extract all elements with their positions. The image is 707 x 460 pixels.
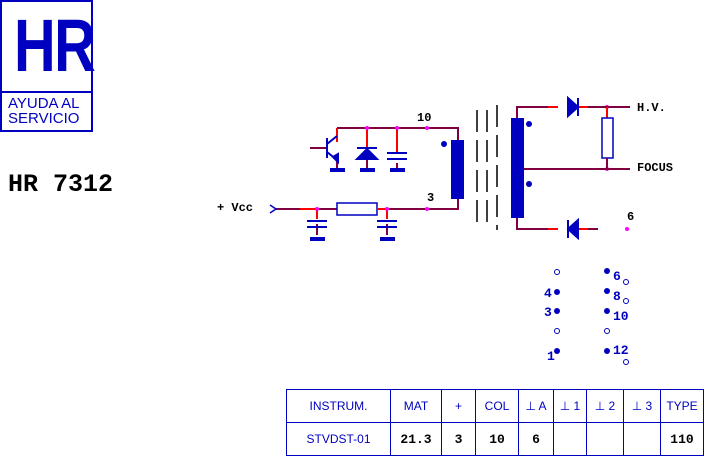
header-col: COL <box>475 389 519 423</box>
label-pin-3: 3 <box>427 191 434 205</box>
spec-header-row: INSTRUM. MAT + COL ⊥ A ⊥ 1 ⊥ 2 ⊥ 3 TYPE <box>286 389 704 423</box>
header-ground-2: ⊥ 2 <box>586 389 624 423</box>
model-title: HR 7312 <box>8 170 114 199</box>
vcc-input-arrow <box>269 204 278 214</box>
header-plus: + <box>441 389 476 423</box>
secondary-phase-dot-mid <box>526 181 532 187</box>
ground-symbols <box>310 168 405 241</box>
value-ground-2 <box>586 422 624 456</box>
series-resistor <box>336 202 378 216</box>
transformer-core <box>476 105 498 230</box>
low-diode-symbol <box>566 217 579 241</box>
logo-subtitle-line1: AYUDA AL <box>8 95 80 112</box>
secondary-wires <box>516 106 630 230</box>
pinout-label-1: 1 <box>547 349 555 364</box>
label-hv: H.V. <box>637 101 666 115</box>
pinout-label-8: 8 <box>613 289 621 304</box>
pinout-label-12: 12 <box>613 343 629 358</box>
header-ground-3: ⊥ 3 <box>623 389 661 423</box>
value-mat: 21.3 <box>390 422 442 456</box>
value-col: 10 <box>475 422 519 456</box>
spec-value-row: STVDST-01 21.3 3 10 6 110 <box>286 422 704 456</box>
flyback-schematic: 10 3 + Vcc H.V. FOCUS 6 4 3 1 6 8 10 12 <box>217 95 673 365</box>
value-type: 110 <box>660 422 704 456</box>
header-ground-a: ⊥ A <box>518 389 554 423</box>
spec-table: INSTRUM. MAT + COL ⊥ A ⊥ 1 ⊥ 2 ⊥ 3 TYPE … <box>286 389 704 456</box>
input-capacitor-symbols <box>307 220 397 228</box>
header-type: TYPE <box>660 389 704 423</box>
pinout-label-3: 3 <box>544 305 552 320</box>
label-pin-10: 10 <box>417 111 431 125</box>
value-instrum: STVDST-01 <box>286 422 391 456</box>
primary-winding <box>451 140 464 199</box>
primary-phase-dot <box>441 141 447 147</box>
label-focus: FOCUS <box>637 161 673 175</box>
tuning-capacitor-symbol <box>387 152 407 160</box>
value-ground-a: 6 <box>518 422 554 456</box>
pinout-label-10: 10 <box>613 309 629 324</box>
secondary-red-segments <box>548 106 608 230</box>
logo-subtitle: AYUDA AL SERVICIO <box>8 96 79 126</box>
hv-diode-symbol <box>567 95 580 119</box>
secondary-winding <box>511 118 524 218</box>
value-plus: 3 <box>441 422 476 456</box>
value-ground-1 <box>553 422 587 456</box>
secondary-phase-dot-top <box>526 121 532 127</box>
damper-diode-symbol <box>354 147 380 160</box>
pinout-diagram: 4 3 1 6 8 10 12 <box>544 268 629 365</box>
header-ground-1: ⊥ 1 <box>553 389 587 423</box>
header-instrum: INSTRUM. <box>286 389 391 423</box>
header-mat: MAT <box>390 389 442 423</box>
label-vcc: + Vcc <box>217 201 253 215</box>
pinout-label-6: 6 <box>613 269 621 284</box>
primary-wires <box>276 127 459 235</box>
focus-resistor <box>601 117 614 159</box>
logo-subtitle-line2: SERVICIO <box>8 110 80 127</box>
logo-mark: HR <box>14 4 96 87</box>
label-pin-6: 6 <box>627 210 634 224</box>
primary-red-segments <box>300 128 398 219</box>
value-ground-3 <box>623 422 661 456</box>
logo-mark-box: HR <box>2 2 96 93</box>
pinout-label-4: 4 <box>544 286 552 301</box>
transistor-symbol <box>326 135 339 165</box>
hr-logo: HR AYUDA AL SERVICIO <box>0 0 96 132</box>
